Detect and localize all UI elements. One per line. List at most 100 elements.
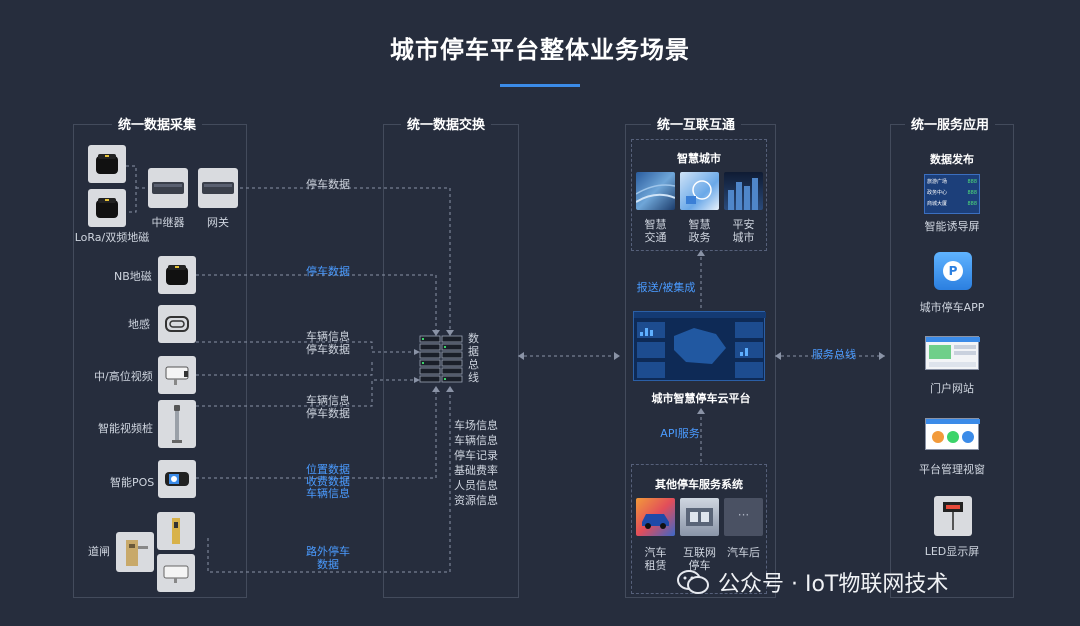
smart-gov-image xyxy=(680,172,719,210)
cloud-platform-screen xyxy=(633,311,766,381)
dashboard-icon xyxy=(926,419,980,443)
safe-city-image xyxy=(724,172,763,210)
guide-screen: 旅游广场 888 政务中心 888 商城大厦 888 xyxy=(924,174,980,214)
pos-icon xyxy=(165,472,189,486)
guide-row-num: 888 xyxy=(967,190,977,196)
internet-parking-image xyxy=(680,498,719,536)
watermark: 公众号 · IoT物联网技术 xyxy=(676,566,948,598)
led-label: LED显示屏 xyxy=(924,545,980,558)
parking-lot-icon xyxy=(686,508,713,526)
portal-screenshot xyxy=(925,336,980,370)
guide-row-num: 888 xyxy=(967,179,977,185)
parking-p-icon: P xyxy=(943,261,963,281)
city-icon xyxy=(728,178,758,210)
relay-device xyxy=(148,168,188,208)
flow-label-4b: 停车数据 xyxy=(306,407,350,420)
gateway-label: 网关 xyxy=(207,216,229,229)
guide-label: 智能诱导屏 xyxy=(924,220,980,233)
traffic-icon xyxy=(636,184,675,203)
pos-label: 智能POS xyxy=(110,476,155,489)
gateway-device xyxy=(198,168,238,208)
app-icon: P xyxy=(934,252,972,290)
lora-sensor-1 xyxy=(88,145,126,183)
list-item: 车场信息 xyxy=(454,419,498,432)
page-title: 城市停车平台整体业务场景 xyxy=(390,36,690,64)
service-bus-label: 服务总线 xyxy=(812,348,856,361)
data-bus-icon xyxy=(418,334,464,386)
card-l2: 政务 xyxy=(688,231,711,244)
car-icon xyxy=(642,514,669,529)
service-heading: 统一服务应用 xyxy=(905,114,996,133)
card-l1: 汽车 xyxy=(644,546,667,559)
bus-char: 线 xyxy=(468,371,479,384)
list-item: 停车记录 xyxy=(454,449,498,462)
bus-char: 据 xyxy=(468,345,479,358)
gate-label: 道闸 xyxy=(88,545,110,558)
card-l1: 汽车后 xyxy=(727,546,760,559)
flow-label-6b: 数据 xyxy=(317,558,339,571)
flow-label-3b: 停车数据 xyxy=(306,343,350,356)
camera-icon xyxy=(165,366,189,385)
list-item: 资源信息 xyxy=(454,494,498,507)
lora-sensor-2 xyxy=(88,189,126,227)
loop-label: 地感 xyxy=(128,318,150,331)
flow-label-3a: 车辆信息 xyxy=(306,330,350,343)
list-item: 车辆信息 xyxy=(454,434,498,447)
smart-city-box xyxy=(631,139,767,251)
bus-char: 数 xyxy=(468,332,479,345)
camera-icon xyxy=(163,565,189,583)
app-label: 城市停车APP xyxy=(919,301,985,314)
push-label: 报送/被集成 xyxy=(636,281,696,294)
gate-pole-icon xyxy=(172,518,180,544)
portal-label: 门户网站 xyxy=(930,382,974,395)
loop-sensor xyxy=(158,305,196,343)
gate-camera-1 xyxy=(157,512,195,550)
guide-row-label: 商城大厦 xyxy=(927,201,948,207)
wechat-icon xyxy=(677,570,709,594)
flow-label-5b: 收费数据 xyxy=(306,475,350,488)
led-screen xyxy=(934,496,972,536)
list-item: 人员信息 xyxy=(454,479,498,492)
nb-label: NB地磁 xyxy=(114,270,152,283)
flow-label-2: 停车数据 xyxy=(306,265,350,278)
data-bus-label: 数 据 总 线 xyxy=(468,332,482,384)
magnetometer-icon xyxy=(166,265,188,285)
video-label: 中/高位视频 xyxy=(94,370,153,383)
bus-char: 总 xyxy=(468,358,479,371)
gov-icon xyxy=(686,180,712,204)
server-rack-icon xyxy=(419,335,463,383)
barrier-gate-icon xyxy=(126,540,148,566)
magnetometer-icon xyxy=(96,154,118,174)
platform-label: 城市智慧停车云平台 xyxy=(651,392,751,405)
guide-row-label: 政务中心 xyxy=(927,190,948,196)
video-pile-icon xyxy=(172,405,182,443)
publish-label: 数据发布 xyxy=(930,153,974,166)
guide-row-label: 旅游广场 xyxy=(927,179,948,185)
other-systems-title: 其他停车服务系统 xyxy=(655,478,743,491)
card-l2: 城市 xyxy=(732,231,755,244)
guide-row-num: 888 xyxy=(967,201,977,207)
card-l2: 交通 xyxy=(644,231,667,244)
pile-label: 智能视频桩 xyxy=(98,422,153,435)
exchange-heading: 统一数据交换 xyxy=(401,114,492,133)
video-camera xyxy=(158,356,196,394)
aftermarket-placeholder: ··· xyxy=(724,498,763,536)
relay-label: 中继器 xyxy=(151,216,185,229)
magnetometer-icon xyxy=(96,198,118,218)
list-item: 基础费率 xyxy=(454,464,498,477)
barrier-gate xyxy=(116,532,154,572)
flow-label-4a: 车辆信息 xyxy=(306,394,350,407)
website-icon xyxy=(926,337,980,367)
led-display-icon xyxy=(943,502,963,530)
collect-heading: 统一数据采集 xyxy=(112,114,203,133)
car-rental-image xyxy=(636,498,675,536)
interconnect-heading: 统一互联互通 xyxy=(651,114,742,133)
gateway-icon xyxy=(202,182,234,194)
api-label: API服务 xyxy=(660,427,700,440)
watermark-text: 公众号 · IoT物联网技术 xyxy=(718,572,949,597)
dashboard-icon xyxy=(634,312,766,378)
bus-info-list: 车场信息 车辆信息 停车记录 基础费率 人员信息 资源信息 xyxy=(454,418,498,508)
card-l2: 租赁 xyxy=(644,559,667,572)
flow-label-1: 停车数据 xyxy=(306,178,350,191)
